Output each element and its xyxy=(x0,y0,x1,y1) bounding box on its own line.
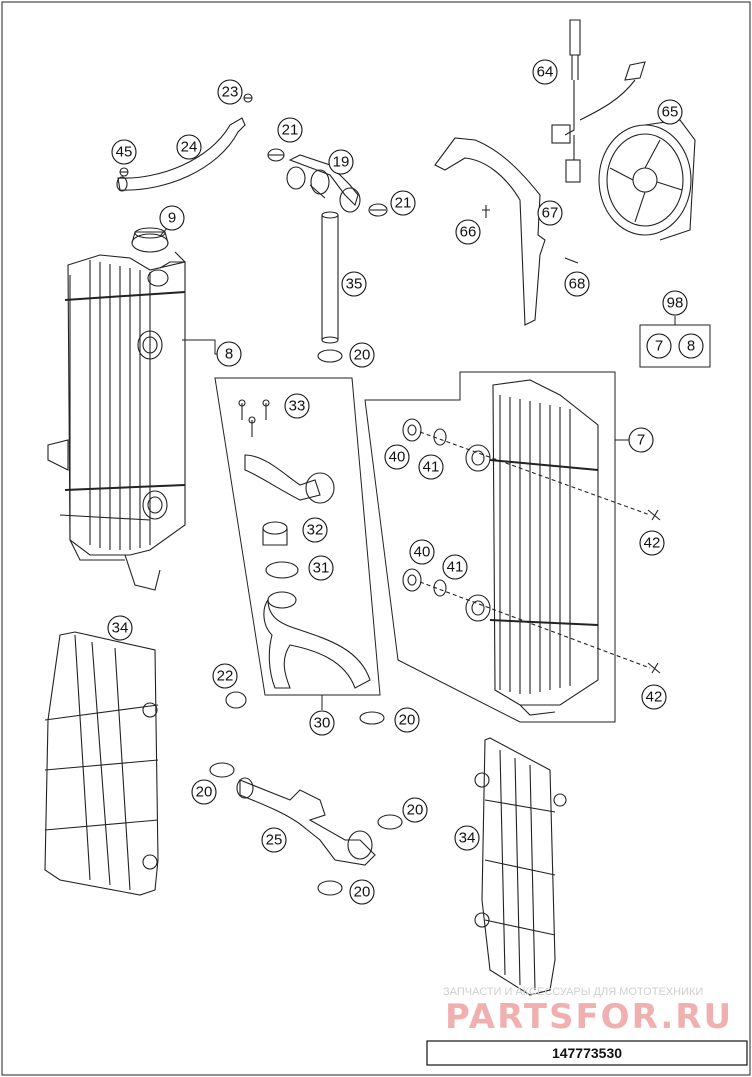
callout-23-label: 23 xyxy=(222,84,239,101)
callout-23: 23 xyxy=(217,79,243,105)
callout-45-label: 45 xyxy=(116,144,133,161)
callout-40a-label: 40 xyxy=(389,449,406,466)
callout-42a-label: 42 xyxy=(644,535,661,552)
callout-66-label: 66 xyxy=(460,224,477,241)
callout-67: 67 xyxy=(537,200,563,226)
callout-34a: 34 xyxy=(107,615,133,641)
kit-98-box xyxy=(639,316,711,368)
callout-20c-label: 20 xyxy=(196,784,213,801)
callout-40a: 40 xyxy=(384,444,410,470)
callout-68: 68 xyxy=(564,271,590,297)
callout-35: 35 xyxy=(341,271,367,297)
callout-20b-label: 20 xyxy=(399,712,416,729)
callout-98-label: 98 xyxy=(667,295,684,312)
callout-25-label: 25 xyxy=(266,832,283,849)
callout-31: 31 xyxy=(308,555,334,581)
callout-21a: 21 xyxy=(277,117,303,143)
callout-31-label: 31 xyxy=(313,560,330,577)
callout-40b: 40 xyxy=(409,539,435,565)
callout-22: 22 xyxy=(212,663,238,689)
callout-20d-label: 20 xyxy=(407,802,424,819)
callout-34a-label: 34 xyxy=(112,620,129,637)
watermark-tagline: ЗАПЧАСТИ И АКСЕССУАРЫ ДЛЯ МОТОТЕХНИКИ xyxy=(443,986,703,998)
callout-45: 45 xyxy=(111,139,137,165)
part-19-drawing xyxy=(267,148,388,217)
clamp-22 xyxy=(225,691,247,709)
callout-30-label: 30 xyxy=(314,715,331,732)
callout-21b-label: 21 xyxy=(395,195,412,212)
callout-8-kit: 8 xyxy=(678,333,704,359)
shroud-34-left xyxy=(44,631,159,896)
grommets-40-41 xyxy=(402,418,661,674)
callout-20a: 20 xyxy=(349,342,375,368)
callout-20e: 20 xyxy=(349,879,375,905)
sensor-64-drawing xyxy=(551,19,646,183)
callout-67-label: 67 xyxy=(542,205,559,222)
callout-40b-label: 40 xyxy=(414,544,431,561)
callout-68-label: 68 xyxy=(569,276,586,293)
callout-65-label: 65 xyxy=(662,104,679,121)
drawing-number: 147773530 xyxy=(552,1045,622,1061)
callout-98: 98 xyxy=(662,290,688,316)
callout-9-label: 9 xyxy=(168,210,176,227)
callout-20d: 20 xyxy=(402,797,428,823)
left-radiator-drawing xyxy=(47,227,186,591)
callout-7: 7 xyxy=(628,427,654,453)
fan-65-drawing xyxy=(598,119,696,241)
callout-66: 66 xyxy=(455,219,481,245)
callout-42a: 42 xyxy=(639,530,665,556)
callout-20e-label: 20 xyxy=(354,884,371,901)
callout-30: 30 xyxy=(309,710,335,736)
watermark-brand: PARTSFOR.RU xyxy=(445,997,733,1037)
callout-22-label: 22 xyxy=(217,668,234,685)
callout-32-label: 32 xyxy=(307,522,324,539)
callout-9: 9 xyxy=(159,205,185,231)
callout-41a: 41 xyxy=(418,454,444,480)
callout-42b-label: 42 xyxy=(646,689,663,706)
pipe-35-drawing xyxy=(317,211,343,363)
callout-64-label: 64 xyxy=(537,64,554,81)
callout-24-label: 24 xyxy=(181,139,198,156)
shroud-34-right xyxy=(474,737,567,996)
callout-20c: 20 xyxy=(191,779,217,805)
callout-8: 8 xyxy=(216,341,242,367)
callout-24: 24 xyxy=(176,134,202,160)
callout-65: 65 xyxy=(657,99,683,125)
group-7-outline xyxy=(364,371,616,723)
callout-32: 32 xyxy=(302,517,328,543)
callout-7-kit-label: 7 xyxy=(655,338,663,355)
callout-7-label: 7 xyxy=(637,432,645,449)
callout-19-label: 19 xyxy=(333,154,350,171)
callout-42b: 42 xyxy=(641,684,667,710)
group-30-parts xyxy=(238,399,371,689)
clamp-20-b xyxy=(359,711,385,725)
right-radiator-drawing xyxy=(465,379,599,716)
callout-64: 64 xyxy=(532,59,558,85)
group-30-outline xyxy=(214,377,381,696)
callout-21b: 21 xyxy=(390,190,416,216)
callout-41b-label: 41 xyxy=(447,559,464,576)
bracket-67-drawing xyxy=(434,137,579,326)
callout-20b: 20 xyxy=(394,707,420,733)
callout-21a-label: 21 xyxy=(282,122,299,139)
drawing-number-box xyxy=(426,1040,748,1066)
hose-24-drawing xyxy=(116,93,253,192)
callout-20a-label: 20 xyxy=(354,347,371,364)
callout-33-label: 33 xyxy=(289,398,306,415)
callout-25: 25 xyxy=(261,827,287,853)
callout-34b: 34 xyxy=(454,825,480,851)
callout-8-kit-label: 8 xyxy=(687,338,695,355)
hose-25-drawing xyxy=(209,762,403,896)
callout-19: 19 xyxy=(328,149,354,175)
callout-34b-label: 34 xyxy=(459,830,476,847)
callout-8-label: 8 xyxy=(225,346,233,363)
leader-8 xyxy=(182,339,220,355)
callout-35-label: 35 xyxy=(346,276,363,293)
callout-7-kit: 7 xyxy=(646,333,672,359)
callout-33: 33 xyxy=(284,393,310,419)
callout-41a-label: 41 xyxy=(423,459,440,476)
callout-41b: 41 xyxy=(442,554,468,580)
